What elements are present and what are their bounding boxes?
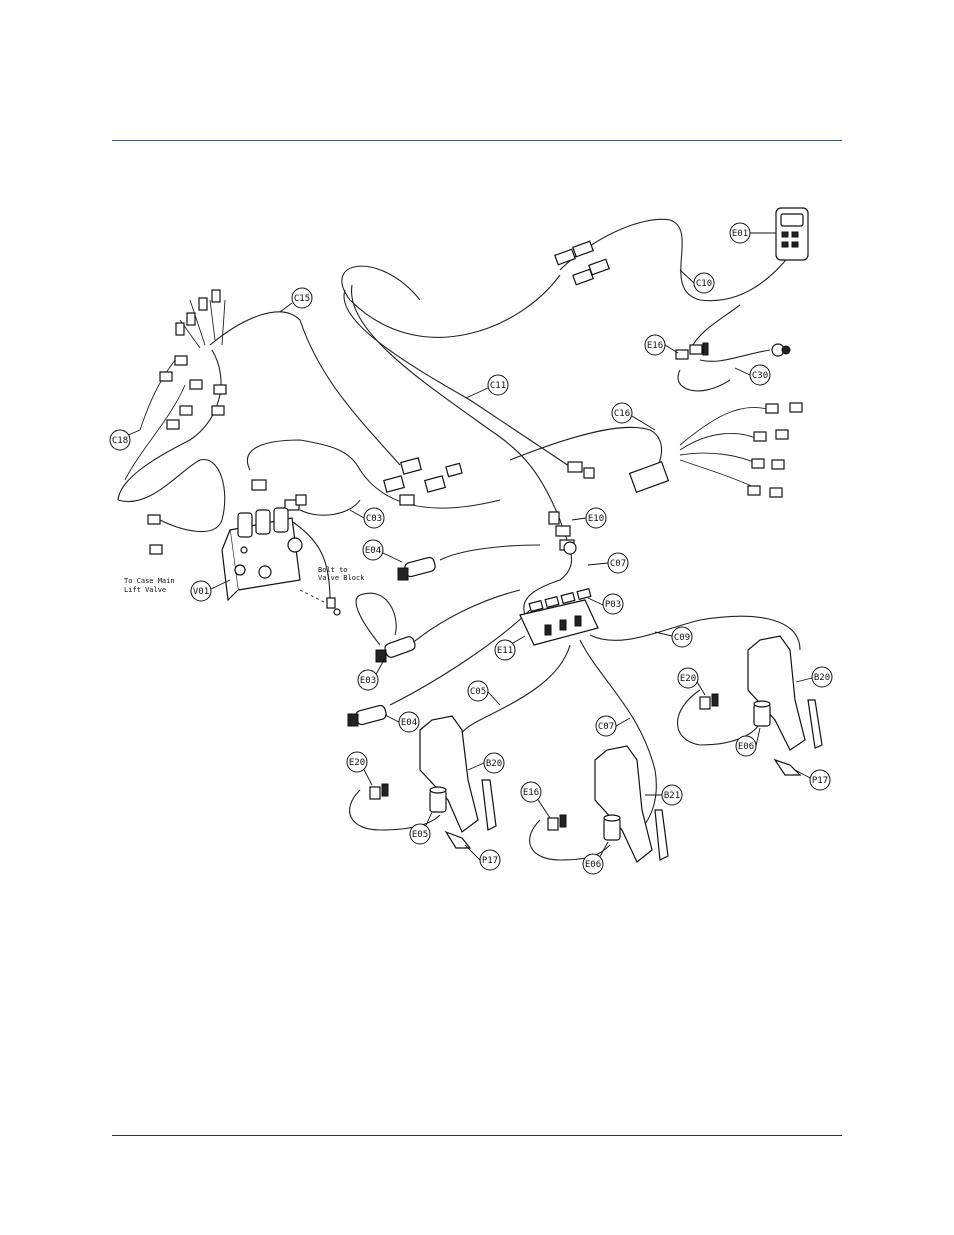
connector-set-c11 [384,458,594,505]
callout-e04-top: E04 [363,540,383,560]
svg-text:E20: E20 [349,758,365,768]
callout-c16: C16 [612,403,632,423]
svg-text:P17: P17 [482,856,498,866]
svg-text:B20: B20 [486,759,502,769]
callout-b21: B21 [662,785,682,805]
block-note-line1: Bolt to [318,566,348,574]
callout-e04-mid: E04 [399,712,419,732]
callout-c03: C03 [364,508,384,528]
display-module-e01 [776,208,808,260]
valve-note-line2: Lift Valve [124,586,166,594]
svg-text:C30: C30 [752,371,768,381]
valve-note-line1: To Case Main [124,577,175,585]
callout-c07-mid: C07 [596,716,616,736]
svg-text:C05: C05 [470,687,486,697]
callout-c11: C11 [488,375,508,395]
svg-text:E01: E01 [732,229,748,239]
sensor-e03 [376,635,416,662]
callout-e05: E05 [410,824,430,844]
block-note: Bolt to Valve Block [318,566,365,582]
callout-c07-top: C07 [608,553,628,573]
callout-p17-left: P17 [480,850,500,870]
svg-text:E16: E16 [523,788,539,798]
callout-p03: P03 [603,594,623,614]
svg-text:E06: E06 [585,860,601,870]
callout-c15: C15 [292,288,312,308]
footer-rule [112,1135,842,1136]
valve-bolt [327,598,340,615]
connector-e10 [549,512,576,554]
svg-text:E10: E10 [588,514,604,524]
svg-text:E16: E16 [647,341,663,351]
callout-c18: C18 [110,430,130,450]
callout-e16-top: E16 [645,335,665,355]
connector-group-c10 [555,241,609,285]
row-bracket-left [370,716,496,848]
sensor-e04-top [398,556,436,580]
svg-text:B21: B21 [664,791,680,801]
callouts: E01 C10 E16 C30 C15 C11 C16 C18 C03 E10 … [110,223,832,874]
svg-text:P03: P03 [605,600,621,610]
valve-block-v01 [222,508,302,600]
row-bracket-middle [548,746,668,862]
block-note-line2: Valve Block [318,574,365,582]
callout-e10: E10 [586,508,606,528]
svg-text:V01: V01 [193,587,209,597]
connector-block-c16 [630,403,802,497]
valve-note: To Case Main Lift Valve [124,577,175,594]
callout-e06-right: E06 [736,736,756,756]
callout-e06-mid: E06 [583,854,603,874]
svg-text:C11: C11 [490,381,506,391]
svg-text:E03: E03 [360,676,376,686]
callout-p17-right: P17 [810,770,830,790]
callout-e11: E11 [495,640,515,660]
row-bracket-right [700,636,822,775]
svg-text:C07: C07 [598,722,614,732]
svg-text:E04: E04 [365,546,381,556]
module-e11-p03 [520,589,598,645]
svg-text:C09: C09 [674,633,690,643]
svg-text:E06: E06 [738,742,754,752]
svg-text:P17: P17 [812,776,828,786]
svg-text:C10: C10 [696,279,712,289]
callout-e16-mid: E16 [521,782,541,802]
callout-c30: C30 [750,365,770,385]
plug-pair-c03 [252,480,306,510]
callout-c05: C05 [468,681,488,701]
svg-text:E05: E05 [412,830,428,840]
svg-text:E11: E11 [497,646,513,656]
callout-b20-left: B20 [484,753,504,773]
svg-text:C16: C16 [614,409,630,419]
callout-c10: C10 [694,273,714,293]
callout-e20-right: E20 [678,668,698,688]
callout-b20-right: B20 [812,667,832,687]
callout-e01: E01 [730,223,750,243]
callout-c09: C09 [672,627,692,647]
svg-text:E20: E20 [680,674,696,684]
svg-text:B20: B20 [814,673,830,683]
svg-text:C03: C03 [366,514,382,524]
svg-text:C18: C18 [112,436,128,446]
sensor-e04-mid [348,704,387,726]
callout-e20-left: E20 [347,752,367,772]
connector-e16-top [676,343,790,359]
callout-v01: V01 [191,581,211,601]
svg-text:E04: E04 [401,718,417,728]
callout-e03: E03 [358,670,378,690]
svg-text:C07: C07 [610,559,626,569]
svg-text:C15: C15 [294,294,310,304]
